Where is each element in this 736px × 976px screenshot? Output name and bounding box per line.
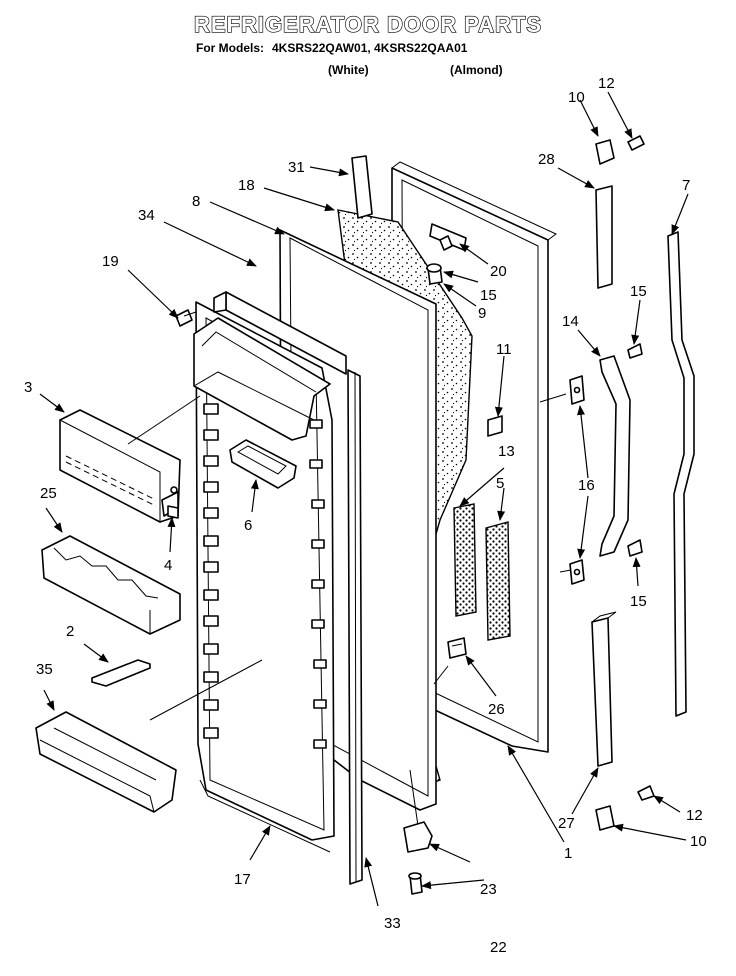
callout-3: 3 (24, 379, 32, 396)
callout-23: 23 (480, 881, 497, 898)
handle-14 (599, 355, 631, 557)
callout-34: 34 (138, 207, 155, 224)
model-numbers: 4KSRS22QAW01, 4KSRS22QAA01 (272, 41, 468, 55)
callout-13: 13 (498, 443, 515, 460)
callout-19: 19 (102, 253, 119, 270)
callout-10b: 10 (690, 833, 707, 850)
butter-bin (229, 439, 297, 489)
callout-17: 17 (234, 871, 251, 888)
callout-25: 25 (40, 485, 57, 502)
screw-15-low (627, 539, 643, 557)
callout-10a: 10 (568, 89, 585, 106)
page-title: REFRIGERATOR DOOR PARTS (194, 12, 542, 37)
callout-15c: 15 (630, 593, 647, 610)
callout-33: 33 (384, 915, 401, 932)
end-cap-16-upper (569, 375, 585, 405)
door-shelf-25 (41, 535, 181, 635)
bearing-23 (403, 821, 433, 853)
callout-15b: 15 (630, 283, 647, 300)
screw-22 (408, 872, 423, 895)
callout-4: 4 (164, 557, 172, 574)
leader-line (539, 393, 567, 403)
screw-19 (175, 309, 197, 327)
variant-almond: (Almond) (450, 63, 503, 77)
callout-8: 8 (192, 193, 200, 210)
leader-line (149, 659, 263, 721)
callout-9: 9 (478, 305, 486, 322)
trim-27 (591, 611, 617, 767)
callout-5: 5 (496, 475, 504, 492)
screw-15-mid (627, 343, 643, 359)
breaker-strip (351, 155, 373, 219)
dispenser-housing (193, 317, 331, 441)
foam-pad-5 (485, 521, 511, 641)
callout-14: 14 (562, 313, 579, 330)
leader-line (127, 395, 201, 445)
callout-11: 11 (496, 341, 512, 358)
callout-26: 26 (488, 701, 505, 718)
callout-18: 18 (238, 177, 255, 194)
callout-20: 20 (490, 263, 507, 280)
callout-7: 7 (682, 177, 690, 194)
callout-12b: 12 (686, 807, 703, 824)
end-cap-16-lower (569, 559, 585, 585)
seal-7 (667, 231, 695, 717)
callout-12a: 12 (598, 75, 615, 92)
callout-31: 31 (288, 159, 305, 176)
screw-12-top (627, 135, 645, 151)
hinge-10-top (595, 139, 615, 165)
callout-35: 35 (36, 661, 53, 678)
callout-15a: 15 (480, 287, 497, 304)
clip-26 (447, 637, 467, 659)
callout-6: 6 (244, 517, 252, 534)
leader-line (433, 665, 449, 685)
shelf-tabs (203, 403, 327, 749)
bracket-2 (91, 659, 151, 687)
dairy-door-cover (59, 409, 181, 523)
callout-28: 28 (538, 151, 555, 168)
screw-12-bottom (637, 785, 655, 801)
pin (167, 505, 179, 519)
hinge-10-bottom (595, 805, 615, 831)
trim-28 (595, 185, 613, 289)
callout-16: 16 (578, 477, 595, 494)
callout-27: 27 (558, 815, 575, 832)
door-bin-35 (35, 711, 177, 813)
callout-1: 1 (564, 845, 572, 862)
models-prefix: For Models: (196, 41, 264, 55)
leader-line (409, 769, 419, 827)
foam-pad-13 (453, 503, 477, 617)
screw-15-upper (426, 263, 443, 285)
latch-11 (487, 415, 503, 437)
callout-arrows (39, 91, 689, 907)
callout-2: 2 (66, 623, 74, 640)
variant-white: (White) (328, 63, 369, 77)
callout-22: 22 (490, 939, 507, 956)
screw-20 (439, 235, 453, 251)
